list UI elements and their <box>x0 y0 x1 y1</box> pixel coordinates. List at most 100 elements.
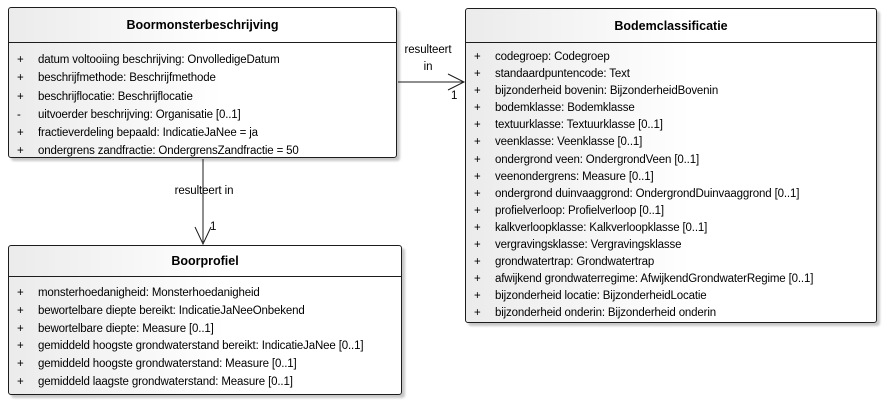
attribute-text: bijzonderheid onderin: Bijzonderheid ond… <box>495 307 717 320</box>
attribute-text: ondergrond veen: OndergrondVeen [0..1] <box>495 153 700 166</box>
attribute-row: + gemiddeld hoogste grondwaterstand bere… <box>9 338 401 356</box>
attribute-text: grondwatertrap: Grondwatertrap <box>495 256 655 269</box>
visibility-marker: + <box>17 90 24 103</box>
attribute-text: monsterhoedanigheid: Monsterhoedanigheid <box>38 287 260 299</box>
visibility-marker: + <box>474 221 481 234</box>
attribute-text: bijzonderheid bovenin: BijzonderheidBove… <box>495 85 719 98</box>
attribute-row: + ondergrond duinvaaggrond: OndergrondDu… <box>466 186 876 203</box>
attribute-row: + bijzonderheid locatie: BijzonderheidLo… <box>466 288 876 305</box>
attribute-row: + gemiddeld laagste grondwaterstand: Mea… <box>9 374 401 392</box>
attributes-compartment: + monsterhoedanigheid: Monsterhoedanighe… <box>9 277 401 392</box>
attribute-row: + veenondergrens: Measure [0..1] <box>466 169 876 186</box>
visibility-marker: + <box>474 119 481 132</box>
attribute-text: beschrijfmethode: Beschrijfmethode <box>38 72 216 85</box>
visibility-marker: + <box>17 375 24 388</box>
attribute-row: + bewortelbare diepte: Measure [0..1] <box>9 321 401 339</box>
association-name-label: in <box>423 61 433 73</box>
visibility-marker: + <box>17 287 24 299</box>
attribute-text: beschrijflocatie: Beschrijflocatie <box>38 90 193 103</box>
attribute-row: + beschrijfmethode: Beschrijfmethode <box>9 69 396 87</box>
open-arrowhead-icon <box>447 73 466 91</box>
attribute-row: + codegroep: Codegroep <box>466 49 876 66</box>
attribute-row: + gemiddeld hoogste grondwaterstand: Mea… <box>9 356 401 374</box>
attributes-compartment: + datum voltooiing beschrijving: Onvolle… <box>9 43 396 161</box>
attribute-text: gemiddeld hoogste grondwaterstand: Measu… <box>38 358 297 371</box>
attribute-text: kalkverloopklasse: Kalkverloopklasse [0.… <box>495 221 708 234</box>
multiplicity-label: 1 <box>451 90 458 102</box>
class-title: Boorprofiel <box>9 246 401 277</box>
visibility-marker: + <box>17 340 24 353</box>
visibility-marker: + <box>474 273 481 286</box>
attribute-text: vergravingsklasse: Vergravingsklasse <box>495 239 682 252</box>
attribute-row: + kalkverloopklasse: Kalkverloopklasse [… <box>466 220 876 237</box>
attribute-text: bewortelbare diepte bereikt: IndicatieJa… <box>38 304 305 317</box>
attribute-row: + bewortelbare diepte bereikt: Indicatie… <box>9 303 401 321</box>
visibility-marker: - <box>17 108 21 121</box>
class-title: Bodemclassificatie <box>466 9 876 43</box>
open-arrowhead-icon <box>194 226 212 246</box>
attribute-text: ondergrens zandfractie: OndergrensZandfr… <box>38 145 299 158</box>
attribute-text: codegroep: Codegroep <box>495 51 610 63</box>
attribute-text: gemiddeld hoogste grondwaterstand bereik… <box>38 340 364 353</box>
attribute-row: + afwijkend grondwaterregime: AfwijkendG… <box>466 271 876 288</box>
class-boorprofiel[interactable]: Boorprofiel + monsterhoedanigheid: Monst… <box>8 245 402 395</box>
visibility-marker: + <box>17 145 24 158</box>
association-name-label: resulteert <box>404 44 452 56</box>
attribute-text: bewortelbare diepte: Measure [0..1] <box>38 322 214 335</box>
visibility-marker: + <box>17 54 24 66</box>
attribute-row: + textuurklasse: Textuurklasse [0..1] <box>466 117 876 134</box>
attribute-text: uitvoerder beschrijving: Organisatie [0.… <box>38 108 241 121</box>
attribute-text: gemiddeld laagste grondwaterstand: Measu… <box>38 375 293 388</box>
visibility-marker: + <box>474 307 481 320</box>
visibility-marker: + <box>474 51 481 63</box>
attribute-row: + ondergrens zandfractie: OndergrensZand… <box>9 142 396 160</box>
attribute-row: + profielverloop: Profielverloop [0..1] <box>466 203 876 220</box>
association-name-label: resulteert in <box>174 185 234 197</box>
visibility-marker: + <box>17 72 24 85</box>
class-boormonsterbeschrijving[interactable]: Boormonsterbeschrijving + datum voltooii… <box>8 7 397 158</box>
attribute-row: + bijzonderheid onderin: Bijzonderheid o… <box>466 305 876 322</box>
attribute-text: fractieverdeling bepaald: IndicatieJaNee… <box>38 127 258 140</box>
visibility-marker: + <box>474 187 481 200</box>
attribute-row: + standaardpuntencode: Text <box>466 66 876 83</box>
visibility-marker: + <box>17 358 24 371</box>
visibility-marker: + <box>474 68 481 81</box>
attribute-text: afwijkend grondwaterregime: AfwijkendGro… <box>495 273 814 286</box>
attribute-text: datum voltooiing beschrijving: Onvolledi… <box>38 54 280 66</box>
attribute-text: standaardpuntencode: Text <box>495 68 630 81</box>
attribute-row: + fractieverdeling bepaald: IndicatieJaN… <box>9 124 396 142</box>
visibility-marker: + <box>474 153 481 166</box>
attribute-text: textuurklasse: Textuurklasse [0..1] <box>495 119 663 132</box>
attribute-row: + grondwatertrap: Grondwatertrap <box>466 254 876 271</box>
attribute-text: veenklasse: Veenklasse [0..1] <box>495 136 643 149</box>
visibility-marker: + <box>474 102 481 115</box>
visibility-marker: + <box>17 127 24 140</box>
attribute-row: + bodemklasse: Bodemklasse <box>466 100 876 117</box>
visibility-marker: + <box>474 170 481 183</box>
visibility-marker: + <box>474 256 481 269</box>
attribute-row: + datum voltooiing beschrijving: Onvolle… <box>9 51 396 69</box>
multiplicity-label: 1 <box>210 221 217 233</box>
attribute-row: + veenklasse: Veenklasse [0..1] <box>466 134 876 151</box>
attribute-text: veenondergrens: Measure [0..1] <box>495 170 654 183</box>
attribute-text: profielverloop: Profielverloop [0..1] <box>495 204 664 217</box>
visibility-marker: + <box>17 322 24 335</box>
attribute-row: - uitvoerder beschrijving: Organisatie [… <box>9 106 396 124</box>
visibility-marker: + <box>474 239 481 252</box>
attribute-row: + monsterhoedanigheid: Monsterhoedanighe… <box>9 285 401 303</box>
visibility-marker: + <box>474 204 481 217</box>
attribute-row: + vergravingsklasse: Vergravingsklasse <box>466 237 876 254</box>
visibility-marker: + <box>474 290 481 303</box>
class-bodemclassificatie[interactable]: Bodemclassificatie + codegroep: Codegroe… <box>465 8 877 323</box>
attribute-row: + beschrijflocatie: Beschrijflocatie <box>9 88 396 106</box>
attribute-text: bijzonderheid locatie: BijzonderheidLoca… <box>495 290 707 303</box>
visibility-marker: + <box>474 85 481 98</box>
class-title: Boormonsterbeschrijving <box>9 8 396 43</box>
attribute-row: + bijzonderheid bovenin: BijzonderheidBo… <box>466 83 876 100</box>
visibility-marker: + <box>474 136 481 149</box>
attribute-text: bodemklasse: Bodemklasse <box>495 102 635 115</box>
attributes-compartment: + codegroep: Codegroep + standaardpunten… <box>466 43 876 323</box>
attribute-row: + ondergrond veen: OndergrondVeen [0..1] <box>466 152 876 169</box>
visibility-marker: + <box>17 304 24 317</box>
